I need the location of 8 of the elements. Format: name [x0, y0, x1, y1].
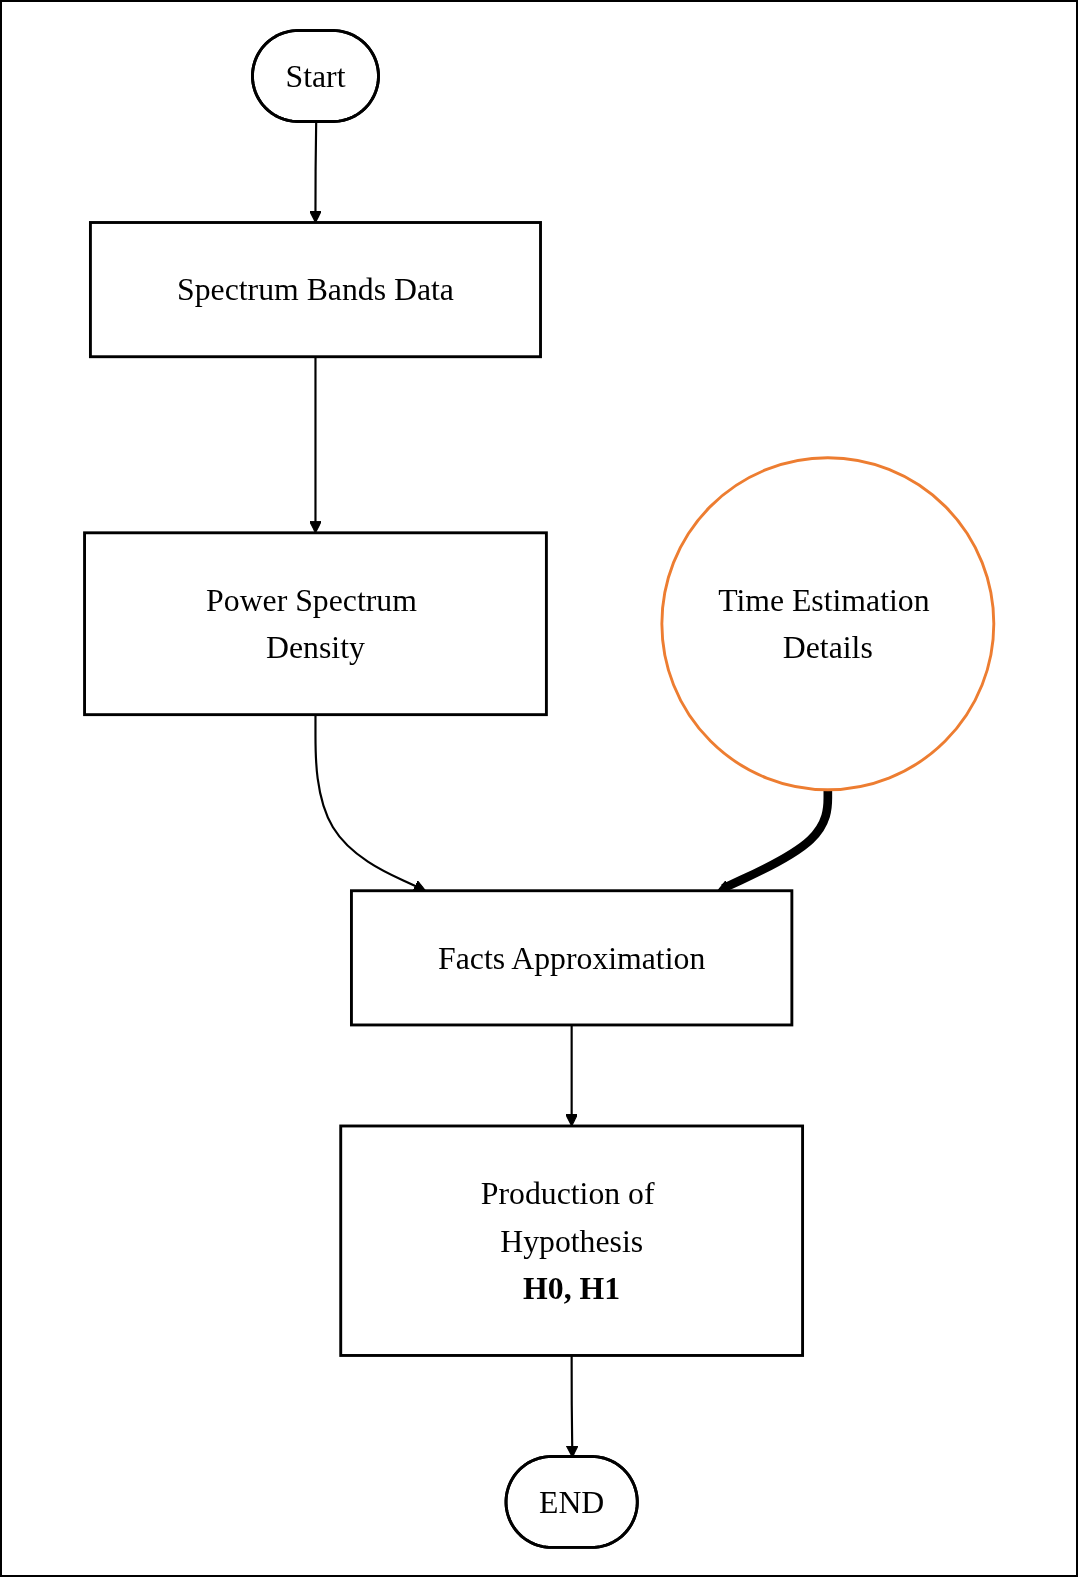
- node-box: [339, 1124, 804, 1357]
- arrow: [308, 356, 322, 533]
- node-box: [88, 220, 542, 358]
- node-box: [349, 888, 794, 1026]
- flowchart-diagram: Start Spectrum Bands Data Power Spectrum Density Time Estimation Details Facts Approximation Production of Hypothesis H0, H1 END: [72, 18, 1006, 1559]
- arrow: [308, 121, 322, 223]
- node-circle: [660, 455, 996, 791]
- node-box: [82, 530, 548, 716]
